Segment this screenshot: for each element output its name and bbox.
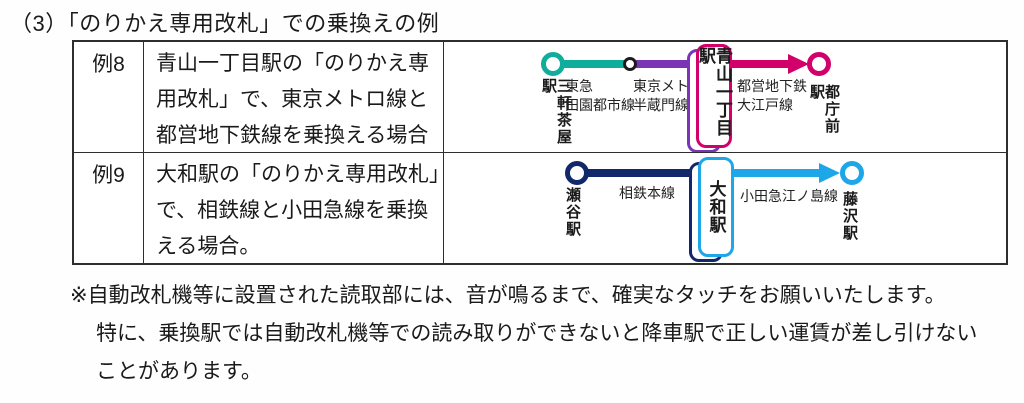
example9-desc-line2: で、相鉄線と小田急線を乗換 bbox=[156, 198, 429, 222]
tokyu-line-label-line1: 東急 bbox=[565, 78, 593, 94]
oedo-line-label-line2: 大江戸線 bbox=[737, 97, 793, 113]
metro-hanzomon-line-segment bbox=[630, 60, 710, 68]
fujisawa-station-icon bbox=[840, 160, 864, 185]
oedo-arrowhead-icon bbox=[788, 54, 809, 74]
example9-label: 例9 bbox=[92, 163, 125, 187]
example8-label: 例8 bbox=[92, 53, 125, 76]
example9-desc-line1: 大和駅の「のりかえ専用改札」 bbox=[156, 162, 444, 186]
aoyama-itchome-station-name: 青山一丁目駅 bbox=[696, 47, 732, 137]
tochomae-station-label: 都庁前駅 bbox=[808, 84, 840, 135]
tokyu-denentoshi-line-label: 東急 田園都市線 bbox=[565, 77, 635, 115]
footnote-line1: ※自動改札機等に設置された読取部には、音が鳴るまで、確実なタッチをお願いいたしま… bbox=[70, 284, 946, 307]
footnote-line3: ことがあります。 bbox=[96, 360, 262, 383]
page-title: （3）「のりかえ専用改札」での乗換えの例 bbox=[10, 11, 440, 36]
yamato-box: 大和駅 bbox=[698, 156, 734, 257]
toei-oedo-line-segment bbox=[732, 60, 789, 68]
hanzomon-line-label-line2: 半蔵門線 bbox=[633, 97, 689, 113]
aoyama-itchome-box: 青山一丁目駅 bbox=[696, 44, 732, 148]
example8-desc-line1: 青山一丁目駅の「のりかえ専 bbox=[156, 52, 429, 75]
example8-label-cell: 例8 bbox=[74, 42, 144, 153]
examples-table: 例8 青山一丁目駅の「のりかえ専 用改札」で、東京メトロ線と 都営地下鉄線を乗換… bbox=[72, 40, 1008, 265]
odakyu-enoshima-line-segment bbox=[732, 168, 820, 177]
odakyu-arrowhead-icon bbox=[819, 162, 840, 183]
seya-station-label: 瀬谷駅 bbox=[564, 186, 581, 238]
oedo-line-label-line1: 都営地下鉄 bbox=[737, 78, 807, 94]
tokyu-line-label-line2: 田園都市線 bbox=[565, 97, 635, 113]
seya-station-icon bbox=[565, 160, 589, 185]
sangenjaya-station-icon bbox=[541, 52, 565, 76]
metro-hanzomon-line-label: 東京メトロ 半蔵門線 bbox=[633, 77, 703, 115]
sotetsu-main-line-segment bbox=[577, 168, 710, 177]
example8-desc-line3: 都営地下鉄線を乗換える場合 bbox=[156, 124, 429, 147]
tokyu-denentoshi-line-segment bbox=[553, 60, 633, 68]
example9-desc-line3: える場合。 bbox=[156, 234, 261, 258]
example8-desc-line2: 用改札」で、東京メトロ線と bbox=[156, 88, 429, 111]
yamato-station-name: 大和駅 bbox=[706, 179, 726, 234]
sotetsu-main-line-label: 相鉄本線 bbox=[619, 184, 675, 201]
line-junction-station-icon bbox=[623, 57, 637, 71]
example8-diagram: 青山一丁目駅 三軒茶屋駅 東急 田園都市線 東京メトロ 半蔵門線 都営地下鉄 大… bbox=[444, 42, 1006, 153]
example9-description-cell: 大和駅の「のりかえ専用改札」 で、相鉄線と小田急線を乗換 える場合。 bbox=[144, 152, 444, 263]
odakyu-enoshima-line-label: 小田急江ノ島線 bbox=[740, 187, 838, 204]
example9-label-cell: 例9 bbox=[74, 152, 144, 263]
sangenjaya-station-label: 三軒茶屋駅 bbox=[540, 78, 572, 146]
tochomae-station-icon bbox=[807, 52, 831, 76]
toei-oedo-line-label: 都営地下鉄 大江戸線 bbox=[737, 77, 807, 115]
example9-diagram: 大和駅 瀬谷駅 相鉄本線 小田急江ノ島線 藤沢駅 bbox=[444, 153, 1006, 264]
fujisawa-station-label: 藤沢駅 bbox=[841, 190, 858, 242]
example8-description-cell: 青山一丁目駅の「のりかえ専 用改札」で、東京メトロ線と 都営地下鉄線を乗換える場… bbox=[144, 42, 444, 153]
hanzomon-line-label-line1: 東京メトロ bbox=[633, 78, 703, 94]
footnote: ※自動改札機等に設置された読取部には、音が鳴るまで、確実なタッチをお願いいたしま… bbox=[70, 277, 977, 391]
footnote-line2: 特に、乗換駅では自動改札機等での読み取りができないと降車駅で正しい運賃が差し引け… bbox=[96, 322, 978, 345]
